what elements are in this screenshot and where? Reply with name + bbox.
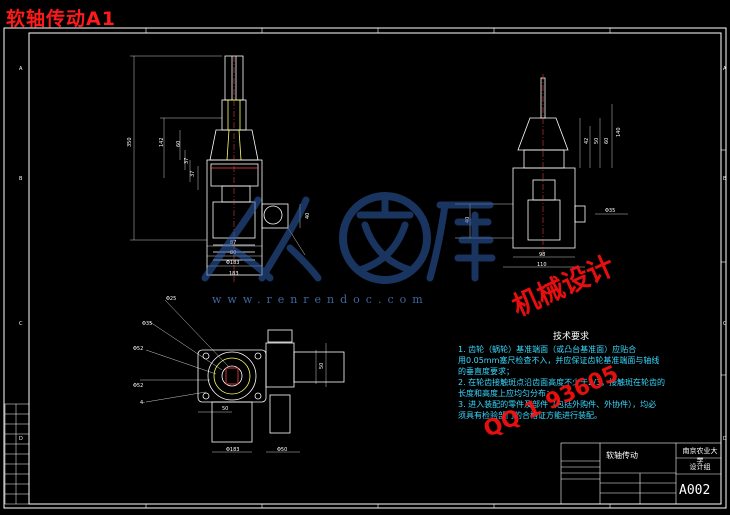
svg-text:B: B (723, 176, 727, 182)
svg-text:C: C (723, 321, 727, 327)
svg-text:A: A (19, 66, 23, 72)
svg-text:Φ50: Φ50 (277, 447, 287, 453)
drawing-title: 软轴传动A1 (6, 8, 116, 30)
outer-frame (3, 27, 727, 509)
svg-text:50: 50 (594, 138, 600, 144)
svg-text:60: 60 (176, 141, 182, 147)
svg-text:60: 60 (604, 138, 610, 144)
svg-text:D: D (19, 436, 23, 442)
notes-line: 须具有检验部门的合格证方能进行装配。 (458, 411, 602, 420)
svg-text:4-: 4- (140, 400, 145, 406)
notes-line: 用0.05mm塞尺检查不入，并应保证齿轮基准端面与轴线 (458, 356, 660, 365)
titleblock-name: 软轴传动 (606, 451, 638, 460)
svg-text:183: 183 (229, 271, 239, 277)
notes-line: 长度和高度上应均匀分布； (458, 389, 554, 398)
plan-dims: Φ25 Φ35 Φ52 Φ52 4- Φ183 50 Φ50 50 (133, 296, 325, 453)
svg-text:Φ52: Φ52 (133, 383, 143, 389)
border-labels: A B C D A B C D (19, 66, 727, 442)
revision-strip (4, 403, 30, 505)
svg-text:37: 37 (184, 158, 190, 164)
plan-view (140, 299, 345, 453)
svg-text:Φ25: Φ25 (166, 296, 176, 302)
svg-text:50: 50 (319, 363, 325, 369)
notes-line: 3. 进入装配的零件及部件（包括外购件、外协件），均必 (458, 400, 657, 409)
titleblock-school: 南京农业大学 (682, 447, 718, 465)
titleblock-dept: 设计组 (689, 463, 711, 471)
svg-text:40: 40 (305, 213, 311, 219)
notes-heading: 技术要求 (552, 332, 589, 342)
svg-text:350: 350 (127, 137, 133, 147)
svg-text:110: 110 (537, 262, 547, 268)
title-block (560, 442, 722, 505)
notes-line: 1. 齿轮（蜗轮）基准端面（或凸台基准面）应贴合 (458, 345, 637, 354)
svg-text:Φ35: Φ35 (605, 208, 615, 214)
watermark-logo-icon (201, 192, 496, 284)
drawing-code: A002 (679, 483, 711, 498)
svg-text:Φ35: Φ35 (142, 321, 152, 327)
svg-text:98: 98 (539, 252, 545, 258)
svg-text:142: 142 (159, 137, 165, 147)
technical-notes: 技术要求 1. 齿轮（蜗轮）基准端面（或凸台基准面）应贴合 用0.05mm塞尺检… (458, 332, 684, 421)
svg-text:37: 37 (190, 171, 196, 177)
svg-text:C: C (19, 321, 23, 327)
notes-line: 的垂直度要求； (458, 367, 514, 376)
svg-text:140: 140 (616, 127, 622, 137)
svg-text:Φ183: Φ183 (226, 447, 239, 453)
svg-text:A: A (723, 66, 727, 72)
svg-text:D: D (723, 436, 727, 442)
notes-line: 2. 在轮齿接触斑点沿齿面高度不少于2/3，接触斑在轮齿的 (458, 378, 666, 387)
svg-text:B: B (19, 176, 23, 182)
border-ticks (145, 28, 726, 508)
svg-text:50: 50 (222, 406, 228, 412)
svg-text:Φ52: Φ52 (133, 346, 143, 352)
svg-text:Φ183: Φ183 (226, 260, 239, 266)
watermark-site-url: www.renrendoc.com (212, 293, 429, 306)
inner-frame (28, 32, 722, 505)
svg-text:42: 42 (584, 138, 590, 144)
